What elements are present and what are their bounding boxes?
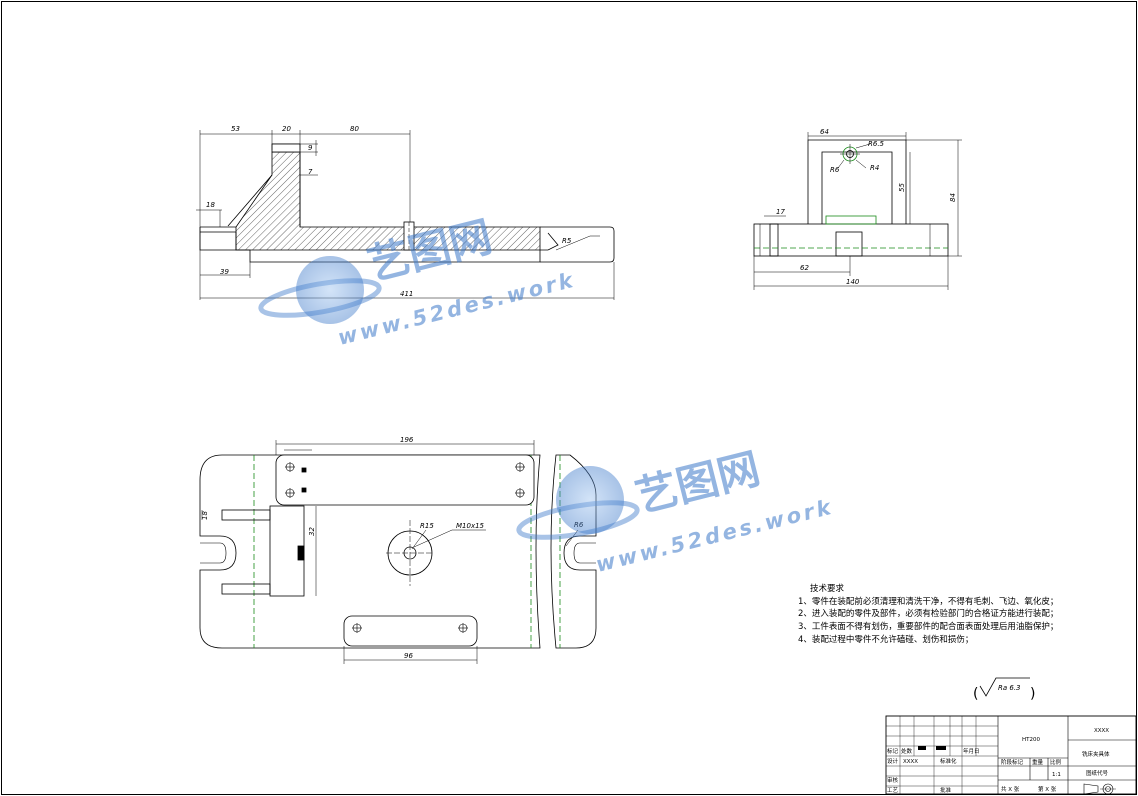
dim-front-8: 39 [220,268,229,276]
roughness-check-icon [979,677,1030,697]
dim-front-5: 7 [308,168,313,176]
tb-process: 工艺 [887,787,899,794]
dim-front-9: 411 [400,290,413,298]
tech-req-item: 2、进入装配的零件及部件，必须有检验部门的合格证方能进行装配； [798,608,1058,619]
tech-req-title: 技术要求 [810,583,845,594]
dim-side-1: 64 [820,128,829,136]
dim-front-1: 53 [231,125,240,133]
tb-review: 审核 [887,776,899,784]
tb-standardize: 标准化 [940,757,957,765]
tb-total: 共 X 张 [1001,785,1020,793]
top-view: 196 R15 M10x15 R6 18 32 96 [199,436,597,664]
dim-top-7: 96 [404,652,413,660]
technical-requirements: 技术要求 1、零件在装配前必须清理和清洗干净，不得有毛刺、飞边、氧化皮； 2、进… [798,583,1058,645]
roughness-value: Ra 6.3 [998,684,1021,692]
watermark-cn: 艺图网 [363,212,497,290]
dim-side-5: 55 [898,183,906,192]
tb-weight: 重量 [1032,758,1044,766]
dim-top-6: 32 [308,527,316,536]
dim-side-8: 62 [800,264,809,272]
front-view: 53 20 80 9 7 18 R5 39 411 [196,125,615,300]
dim-side-3: R6 [830,166,840,174]
globe-logo-icon [556,466,624,534]
dim-top-1: 196 [400,436,414,444]
tech-req-item: 1、零件在装配前必须清理和清洗干净，不得有毛刺、飞边、氧化皮； [798,596,1058,607]
watermark-cn: 艺图网 [631,444,765,522]
dim-front-6: 18 [206,201,215,209]
svg-text:): ) [1030,686,1035,702]
tb-material: HT200 [1022,737,1040,743]
tech-req-item: 4、装配过程中零件不允许磕碰、划伤和损伤； [798,634,973,645]
dim-side-2: R6.5 [868,140,885,148]
tb-count: 处数 [901,747,913,755]
dim-top-5: 18 [201,511,209,520]
tb-sheet: 第 X 张 [1038,785,1057,793]
side-view: 64 R6.5 R6 R4 55 84 17 62 140 [753,128,962,290]
tb-ratio: 比例 [1050,758,1062,766]
dim-top-3: M10x15 [456,522,485,530]
tb-approve: 批准 [940,786,952,794]
svg-text:(: ( [973,686,978,702]
title-block: 标记 处数 年月日 设计 XXXX 标准化 审核 工艺 批准 HT200 阶段标… [885,715,1137,795]
tb-date: 年月日 [963,747,980,755]
dim-front-2: 20 [282,125,291,133]
tb-stage: 阶段标记 [1001,758,1024,766]
tb-mark: 标记 [887,747,899,755]
dim-front-3: 80 [350,125,359,133]
tb-design: 设计 [887,757,899,765]
tb-scale: 1:1 [1052,772,1061,778]
dim-front-4: 9 [308,144,313,152]
tb-code: XXXX [1094,728,1109,734]
dim-side-6: 84 [949,193,957,202]
dim-side-7: 17 [776,208,785,216]
dim-side-4: R4 [870,164,879,172]
dim-side-9: 140 [846,278,860,286]
dim-front-7: R5 [562,237,572,245]
tb-designer: XXXX [903,759,918,765]
projection-symbol-icon [1083,783,1116,795]
tb-part-name: 铣床夹具体 [1082,750,1110,758]
tb-drawing-no: 图纸代号 [1086,769,1109,777]
globe-logo-icon [296,256,364,324]
dim-top-2: R15 [420,522,434,530]
tech-req-item: 3、工件表面不得有划伤，重要部件的配合面表面处理后用油脂保护； [798,621,1058,632]
surface-roughness-symbol: ( Ra 6.3 ) [973,677,1035,702]
